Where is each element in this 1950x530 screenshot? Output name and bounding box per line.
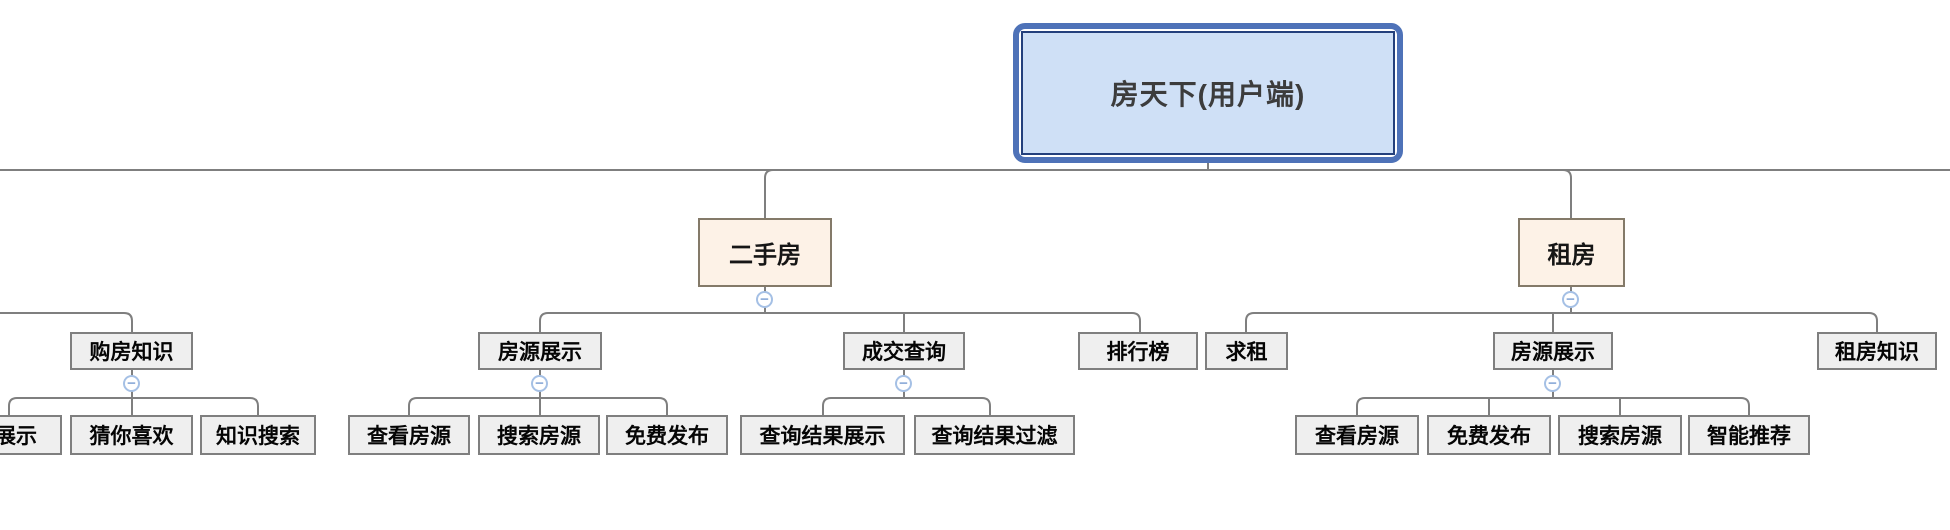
node-paihangbang[interactable]: 排行榜 (1078, 332, 1198, 370)
node-zhishisousuo[interactable]: 知识搜索 (200, 415, 316, 455)
node-zhanshi-truncated[interactable]: 展示 (0, 415, 62, 455)
node-ershoufang[interactable]: 二手房 (698, 218, 832, 287)
node-chakanfangyuan-right[interactable]: 查看房源 (1295, 415, 1419, 455)
fangyuanzhanshi-right-children-line (1356, 397, 1750, 415)
collapse-icon-goufangzhishi[interactable]: − (123, 375, 140, 392)
node-chengjiaochaxun[interactable]: 成交查询 (843, 332, 965, 370)
node-zufang[interactable]: 租房 (1518, 218, 1625, 287)
collapse-icon-fangyuanzhanshi-right[interactable]: − (1544, 375, 1561, 392)
drop-zufang (1562, 169, 1572, 218)
node-chakanfangyuan-left[interactable]: 查看房源 (348, 415, 470, 455)
collapse-icon-zufang[interactable]: − (1562, 291, 1579, 308)
collapse-icon-ershoufang[interactable]: − (756, 291, 773, 308)
node-fangyuanzhanshi-left[interactable]: 房源展示 (478, 332, 602, 370)
node-mianfeifabu-right[interactable]: 免费发布 (1427, 415, 1551, 455)
goufangzhishi-children-line (8, 397, 259, 415)
root-node-label: 房天下(用户端) (1021, 31, 1395, 155)
node-fangyuanzhanshi-right[interactable]: 房源展示 (1493, 332, 1613, 370)
zufang-children-line (1245, 312, 1878, 332)
node-goufangzhishi[interactable]: 购房知识 (70, 332, 193, 370)
node-sousuofangyuan-left[interactable]: 搜索房源 (478, 415, 600, 455)
collapse-icon-chengjiaochaxun[interactable]: − (895, 375, 912, 392)
fangyuanzhanshi-left-children-line (408, 397, 668, 415)
collapse-icon-fangyuanzhanshi-left[interactable]: − (531, 375, 548, 392)
node-qiuzu[interactable]: 求租 (1205, 332, 1288, 370)
node-cainixihuan[interactable]: 猜你喜欢 (70, 415, 193, 455)
node-zufangzhishi[interactable]: 租房知识 (1817, 332, 1937, 370)
node-mianfeifabu-left[interactable]: 免费发布 (606, 415, 728, 455)
node-zhinengtuijian[interactable]: 智能推荐 (1688, 415, 1810, 455)
ershoufang-children-line (539, 312, 1141, 332)
chengjiaochaxun-children-line (822, 397, 991, 415)
node-sousuofangyuan-right[interactable]: 搜索房源 (1558, 415, 1682, 455)
drop-ershoufang (764, 169, 774, 218)
root-node[interactable]: 房天下(用户端) (1013, 23, 1403, 163)
offscreen-branch-line (0, 312, 133, 332)
node-chaxunjieguozhanshi[interactable]: 查询结果展示 (740, 415, 905, 455)
node-chaxunjieguoguolv[interactable]: 查询结果过滤 (914, 415, 1075, 455)
